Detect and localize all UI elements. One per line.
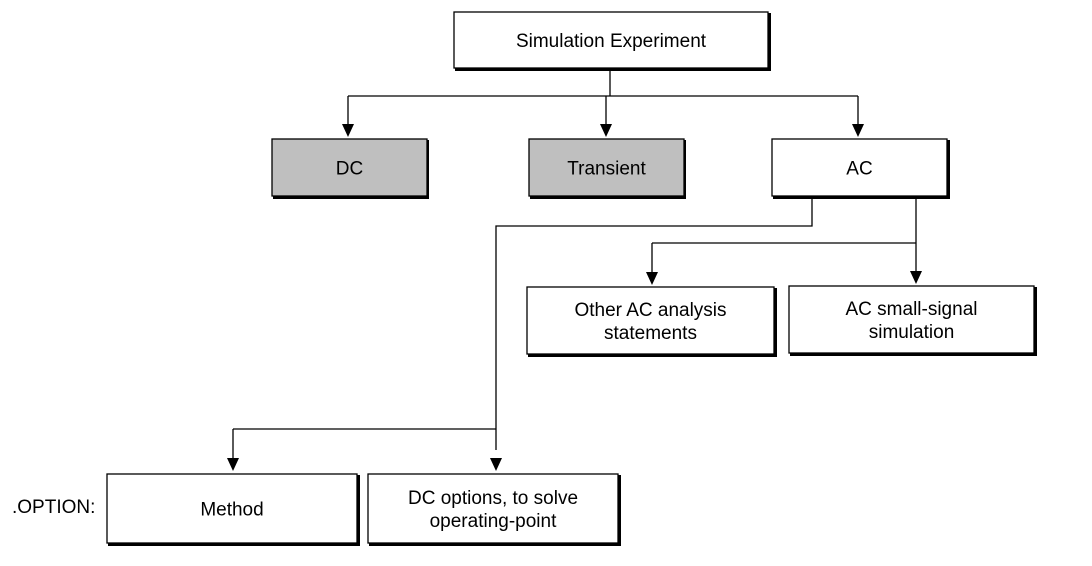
- node-label: Simulation Experiment: [516, 31, 707, 52]
- arrowhead-other-ac: [646, 272, 658, 285]
- node-label: DC: [336, 159, 363, 180]
- arrowhead-ac-small-signal: [910, 271, 922, 284]
- node-box: [528, 138, 685, 197]
- arrowhead-transient: [600, 124, 612, 137]
- edge-ac-left: [495, 196, 813, 450]
- arrowhead-ac: [852, 124, 864, 137]
- arrowhead-dc-options: [490, 458, 502, 471]
- node-method: Method: [106, 473, 360, 546]
- node-label: Method: [200, 500, 263, 521]
- node-transient: Transient: [528, 138, 686, 199]
- node-label: AC small-signal: [846, 299, 978, 320]
- option-label: .OPTION:: [12, 497, 96, 518]
- node-box: [771, 138, 948, 197]
- connectors: [232, 68, 917, 460]
- node-ac: AC: [771, 138, 950, 199]
- node-label: Other AC analysis: [574, 300, 726, 321]
- node-label: DC options, to solve: [408, 488, 578, 509]
- node-dc: DC: [271, 138, 429, 199]
- node-box: [453, 11, 769, 69]
- arrowheads: [227, 124, 922, 471]
- node-simulation-experiment: Simulation Experiment: [453, 11, 771, 71]
- node-label: AC: [846, 159, 872, 180]
- node-box: [788, 285, 1035, 354]
- node-box: [526, 286, 775, 355]
- arrowhead-dc: [342, 124, 354, 137]
- node-box: [367, 473, 619, 544]
- arrowhead-method: [227, 458, 239, 471]
- node-label: simulation: [869, 322, 955, 343]
- node-box: [106, 473, 358, 544]
- node-label: operating-point: [430, 511, 557, 532]
- node-label: statements: [604, 323, 697, 344]
- node-box: [271, 138, 428, 197]
- node-label: Transient: [567, 159, 646, 180]
